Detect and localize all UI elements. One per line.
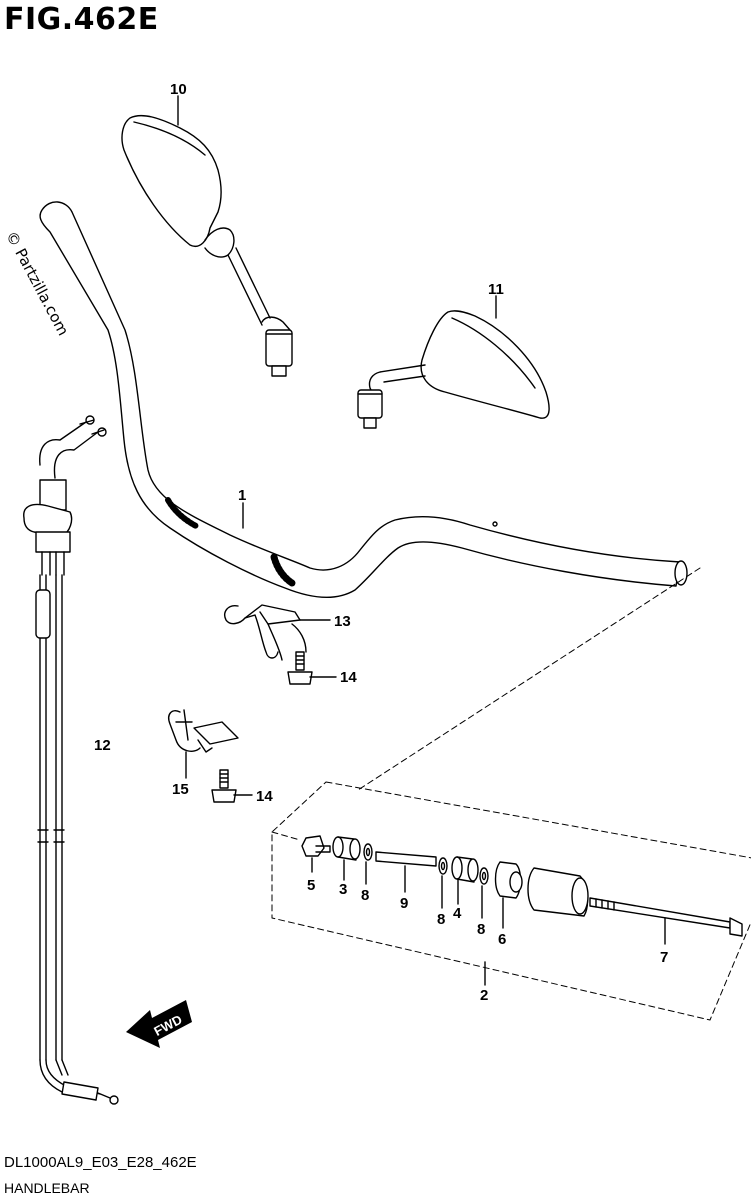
callout-13: 13	[334, 613, 351, 630]
balancer-assembly-frame	[271, 567, 751, 1021]
callout-14-upper: 14	[340, 669, 357, 686]
diagram-code: DL1000AL9_E03_E28_462E	[4, 1154, 197, 1171]
balancer-parts[interactable]	[301, 835, 743, 937]
callout-8c: 8	[477, 921, 485, 938]
callout-8b: 8	[437, 911, 445, 928]
cable-clamp-lower[interactable]	[168, 709, 239, 753]
callout-5: 5	[307, 877, 315, 894]
callout-11: 11	[488, 281, 504, 298]
bolt-lower[interactable]	[211, 769, 237, 803]
callout-1: 1	[238, 487, 246, 504]
callout-2: 2	[480, 987, 488, 1004]
callout-15: 15	[172, 781, 189, 798]
throttle-cables[interactable]	[23, 415, 119, 1105]
mirror-right[interactable]	[357, 310, 550, 429]
callout-8a: 8	[361, 887, 369, 904]
mirror-left[interactable]	[121, 114, 293, 377]
callout-6: 6	[498, 931, 506, 948]
figure-title: FIG.462E	[4, 2, 159, 37]
handlebar[interactable]	[39, 201, 688, 599]
bolt-upper[interactable]	[287, 651, 313, 685]
forward-arrow-icon: FWD	[126, 1000, 192, 1048]
cable-clamp-upper[interactable]	[224, 604, 307, 661]
callout-7: 7	[660, 949, 668, 966]
callout-4: 4	[453, 905, 462, 922]
callout-labels: 10 11 1 13 14 12 15 14 5 3 8 9 8 4 8 6 7…	[94, 81, 668, 1004]
callout-12: 12	[94, 737, 111, 754]
callout-10: 10	[170, 81, 187, 98]
callout-3: 3	[339, 881, 347, 898]
diagram-name: HANDLEBAR	[4, 1180, 90, 1196]
callout-9: 9	[400, 895, 408, 912]
callout-14-lower: 14	[256, 788, 273, 805]
